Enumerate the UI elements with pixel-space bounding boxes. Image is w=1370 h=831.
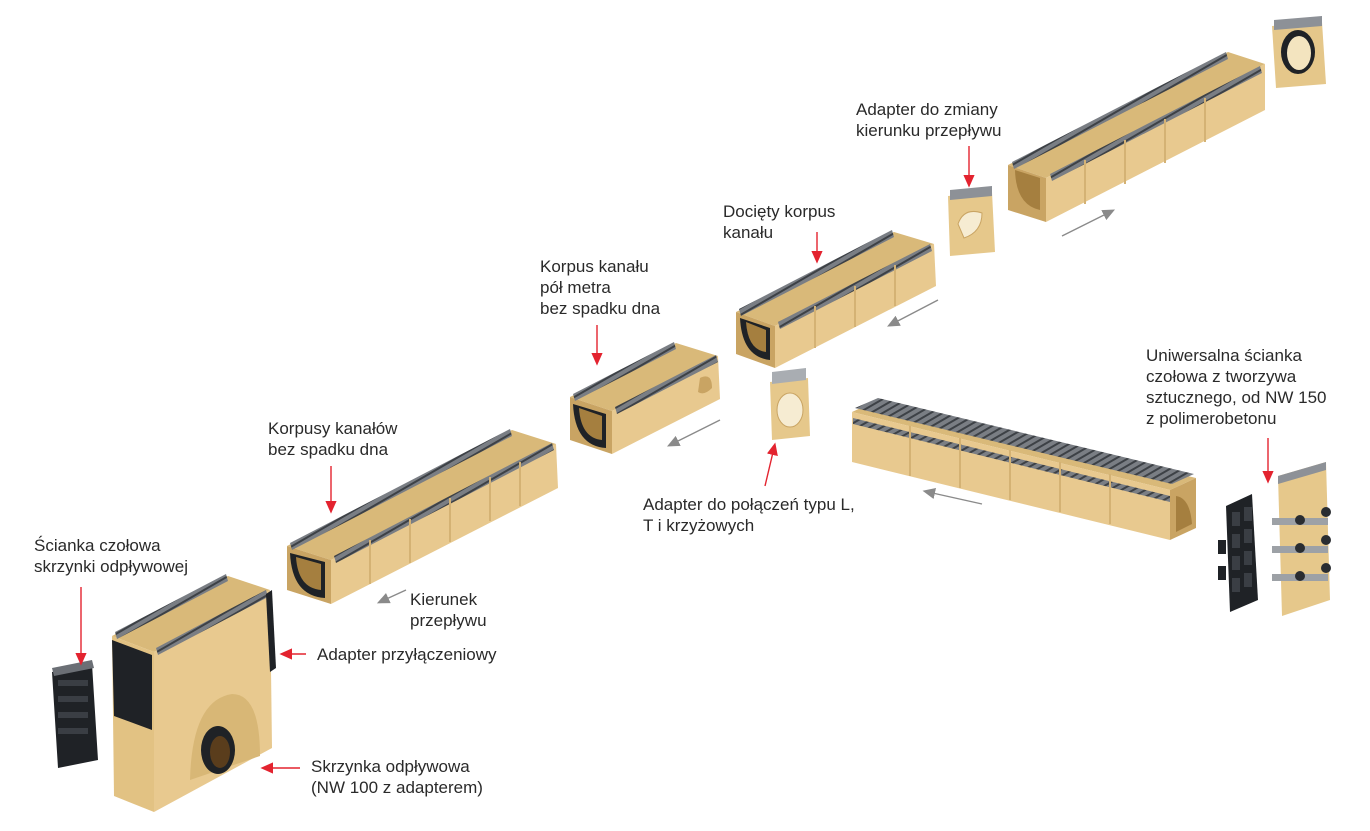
flow-arrow-2 — [666, 419, 721, 447]
outlet-box-adapter — [266, 590, 276, 672]
half-meter-channel-body — [570, 342, 720, 454]
label-direction-change-adapter: Adapter do zmiany kierunku przepływu — [856, 100, 1002, 140]
channel-segment-top-right — [1008, 52, 1265, 222]
direction-change-adapter — [948, 186, 995, 256]
channel-bodies-no-slope — [287, 429, 558, 604]
cut-channel-body — [736, 230, 936, 368]
outlet-box — [112, 574, 272, 812]
channel-segment-lower-right — [852, 398, 1196, 540]
label-channel-bodies-no-slope: Korpusy kanałów bez spadku dna — [268, 419, 398, 459]
label-lt-connection-adapter: Adapter do połączeń typu L, T i krzyżowy… — [643, 495, 855, 535]
end-wall-top-right — [1272, 16, 1326, 88]
flow-arrow-1 — [376, 589, 407, 604]
label-universal-end-wall: Uniwersalna ścianka czołowa z tworzywa s… — [1146, 346, 1327, 428]
universal-end-wall-polymer — [1272, 462, 1331, 616]
flow-arrow-4 — [1061, 209, 1116, 237]
label-cut-channel-body: Docięty korpus kanału — [723, 202, 836, 242]
label-connection-adapter: Adapter przyłączeniowy — [317, 645, 497, 664]
label-end-wall-box: Ścianka czołowa skrzynki odpływowej — [34, 536, 188, 576]
label-half-meter-channel: Korpus kanału pół metra bez spadku dna — [540, 257, 661, 318]
flow-arrow-5 — [922, 488, 983, 505]
arrow-lt-adapter — [764, 442, 778, 487]
flow-arrow-3 — [887, 299, 939, 327]
outlet-box-end-wall — [52, 660, 98, 768]
universal-end-wall-plastic — [1218, 494, 1258, 612]
label-outlet-box: Skrzynka odpływowa (NW 100 z adapterem) — [311, 757, 483, 797]
lt-connection-adapter — [770, 368, 810, 440]
label-flow-direction: Kierunek przepływu — [410, 590, 487, 630]
